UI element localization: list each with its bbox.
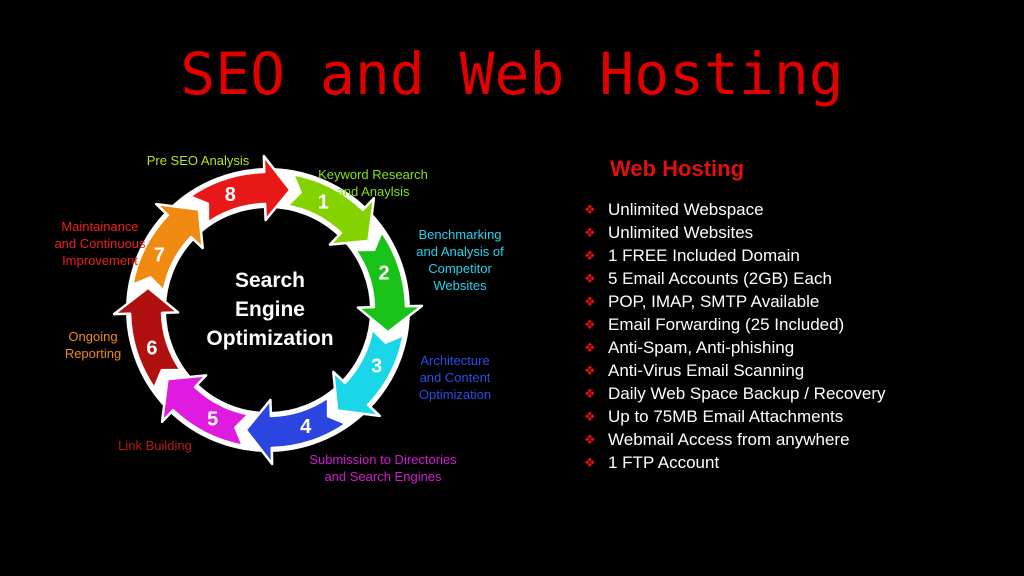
stage-label-3: Architecture and Content Optimization bbox=[418, 353, 492, 402]
page-title: SEO and Web Hosting bbox=[180, 40, 844, 108]
stage-label-2: Benchmarking and Analysis of Competitor … bbox=[416, 227, 504, 293]
cycle-arrow-4 bbox=[244, 396, 348, 466]
stage-label-6: Ongoing Reporting bbox=[64, 329, 122, 361]
hosting-item: ❖ Unlimited Webspace bbox=[580, 198, 1000, 221]
center-label: Search Engine Optimization bbox=[190, 266, 350, 353]
hosting-item: ❖ Daily Web Space Backup / Recovery bbox=[580, 382, 1000, 405]
diamond-bullet-icon: ❖ bbox=[584, 270, 596, 286]
diamond-bullet-icon: ❖ bbox=[584, 362, 596, 378]
hosting-item-text: POP, IMAP, SMTP Available bbox=[608, 291, 820, 311]
diamond-bullet-icon: ❖ bbox=[584, 339, 596, 355]
cycle-arrow-6 bbox=[112, 286, 182, 390]
hosting-item-text: Up to 75MB Email Attachments bbox=[608, 406, 844, 426]
diamond-bullet-icon: ❖ bbox=[584, 293, 596, 309]
cycle-arrow-7 bbox=[131, 202, 204, 292]
hosting-item: ❖ 1 FREE Included Domain bbox=[580, 244, 1000, 267]
cycle-arrow-5 bbox=[160, 374, 250, 447]
hosting-item-text: 1 FTP Account bbox=[608, 452, 720, 472]
cycle-arrow-2 bbox=[354, 230, 424, 334]
cycle-step-number-6: 6 bbox=[146, 338, 157, 360]
hosting-item-text: Unlimited Webspace bbox=[608, 199, 764, 219]
cycle-arrow-8 bbox=[188, 154, 292, 224]
cycle-step-number-1: 1 bbox=[318, 191, 329, 213]
hosting-item-text: Unlimited Websites bbox=[608, 222, 754, 242]
hosting-item: ❖ Anti-Spam, Anti-phishing bbox=[580, 336, 1000, 359]
diamond-bullet-icon: ❖ bbox=[584, 454, 596, 470]
hosting-item-text: Email Forwarding (25 Included) bbox=[608, 314, 845, 334]
hosting-item-text: Anti-Spam, Anti-phishing bbox=[608, 337, 795, 357]
cycle-arrow-1 bbox=[286, 173, 376, 246]
cycle-step-number-7: 7 bbox=[154, 245, 165, 267]
cycle-step-number-5: 5 bbox=[207, 409, 218, 431]
hosting-item: ❖ Webmail Access from anywhere bbox=[580, 428, 1000, 451]
web-hosting-panel: Web Hosting ❖ Unlimited Webspace ❖ Unlimite… bbox=[580, 150, 1000, 474]
hosting-item: ❖ Email Forwarding (25 Included) bbox=[580, 313, 1000, 336]
hosting-item: ❖ Unlimited Websites bbox=[580, 221, 1000, 244]
diamond-bullet-icon: ❖ bbox=[584, 316, 596, 332]
hosting-item: ❖ 5 Email Accounts (2GB) Each bbox=[580, 267, 1000, 290]
web-hosting-list: ❖ Unlimited Webspace ❖ Unlimited Websites ❖ 1… bbox=[580, 198, 1000, 474]
cycle-step-number-4: 4 bbox=[300, 416, 312, 438]
hosting-item-text: 1 FREE Included Domain bbox=[608, 245, 800, 265]
hosting-item-text: Anti-Virus Email Scanning bbox=[608, 360, 805, 380]
cycle-arrow-3 bbox=[332, 328, 405, 418]
diamond-bullet-icon: ❖ bbox=[584, 201, 596, 217]
stage-label-5: Link Building bbox=[118, 438, 192, 453]
hosting-item-text: Daily Web Space Backup / Recovery bbox=[608, 383, 886, 403]
hosting-item: ❖ 1 FTP Account bbox=[580, 451, 1000, 474]
diamond-bullet-icon: ❖ bbox=[584, 408, 596, 424]
hosting-item-text: Webmail Access from anywhere bbox=[608, 429, 850, 449]
hosting-item: ❖ Up to 75MB Email Attachments bbox=[580, 405, 1000, 428]
seo-cycle-diagram: 1 2 3 4 5 6 7 8 Search Engine Optimization Keyw… bbox=[40, 140, 520, 500]
hosting-item: ❖ POP, IMAP, SMTP Available bbox=[580, 290, 1000, 313]
stage-label-1: Keyword Research and Anaylsis bbox=[318, 167, 428, 199]
hosting-item: ❖ Anti-Virus Email Scanning bbox=[580, 359, 1000, 382]
diamond-bullet-icon: ❖ bbox=[584, 385, 596, 401]
cycle-step-number-2: 2 bbox=[378, 262, 389, 284]
diamond-bullet-icon: ❖ bbox=[584, 247, 596, 263]
cycle-step-number-3: 3 bbox=[371, 355, 382, 377]
web-hosting-title: Web Hosting bbox=[610, 156, 745, 181]
stage-label-8: Pre SEO Analysis bbox=[146, 153, 250, 168]
hosting-item-text: 5 Email Accounts (2GB) Each bbox=[608, 268, 832, 288]
stage-label-4: Submission to Directories and Search Eng… bbox=[309, 452, 457, 484]
stage-label-7: Maintainance and Continuous Improvement bbox=[54, 219, 146, 268]
cycle-arrows: 1 2 3 4 5 6 7 8 bbox=[112, 154, 424, 466]
cycle-step-number-8: 8 bbox=[225, 184, 236, 206]
diamond-bullet-icon: ❖ bbox=[584, 224, 596, 240]
center-label-text: Search Engine Optimization bbox=[206, 269, 334, 350]
diamond-bullet-icon: ❖ bbox=[584, 431, 596, 447]
